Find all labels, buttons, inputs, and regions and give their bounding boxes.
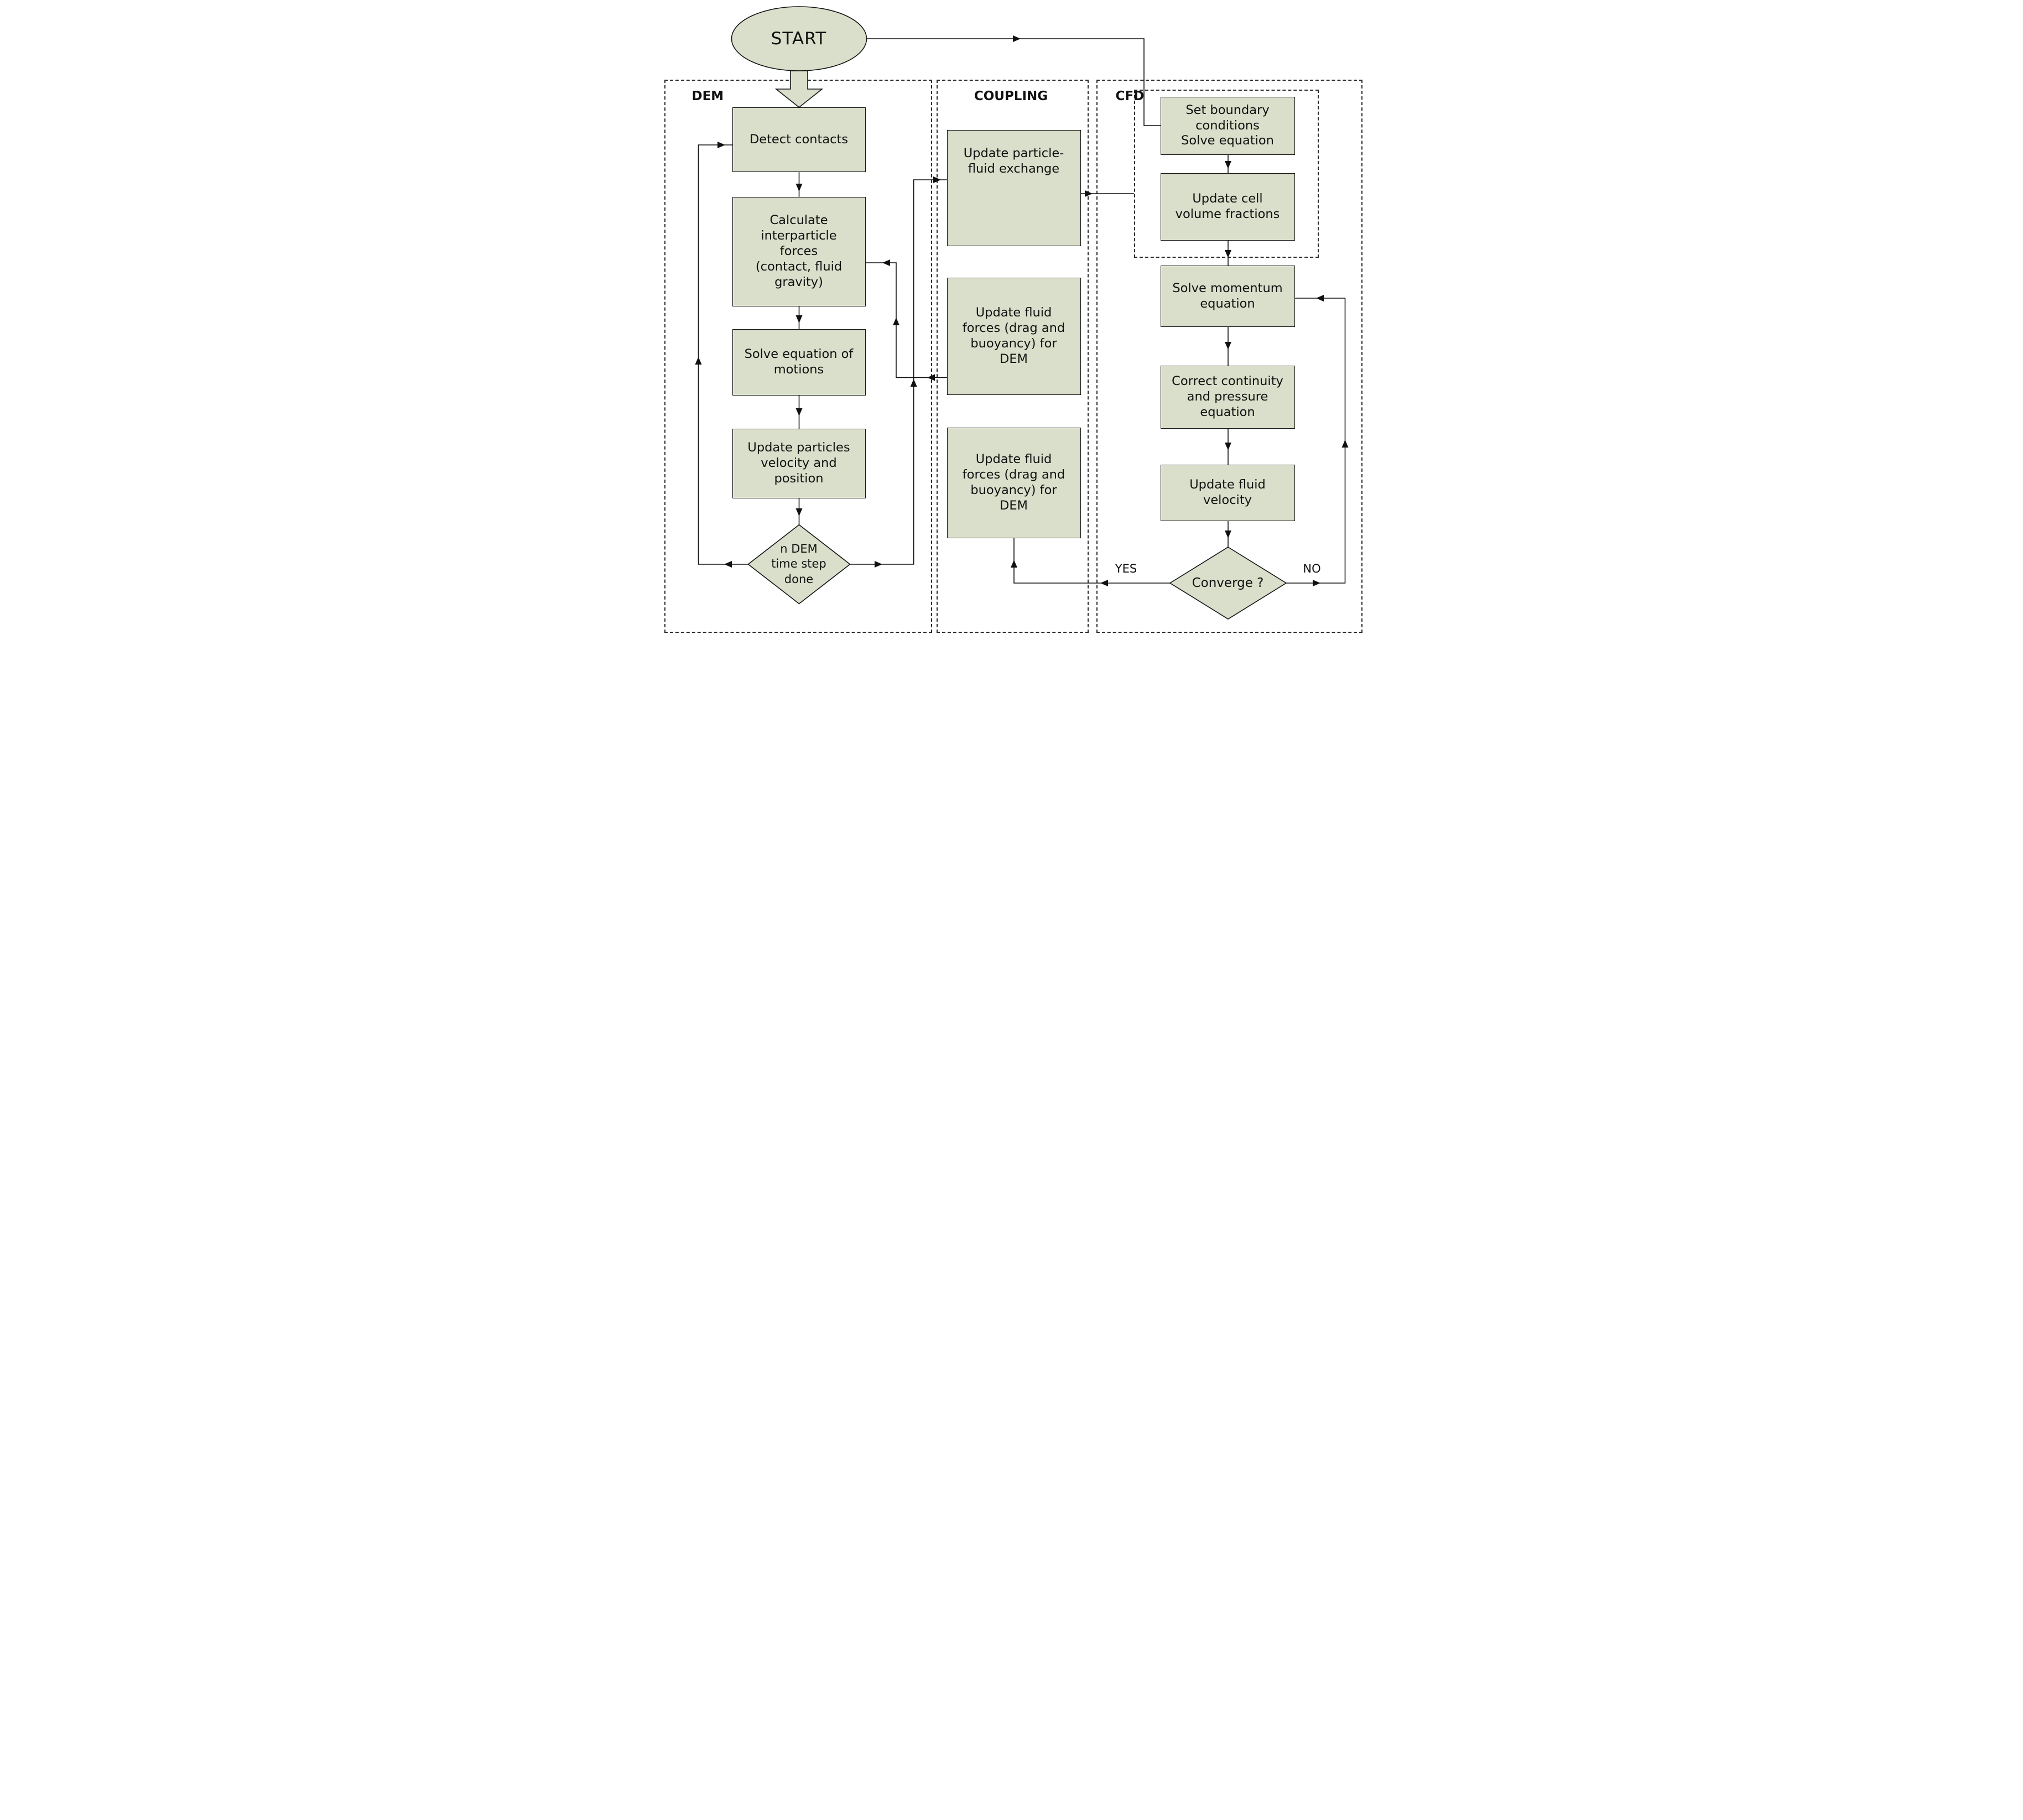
arrowhead-right-icon (1012, 35, 1021, 42)
node-update-fluid-forces-2: Update fluid forces (drag and buoyancy) … (947, 428, 1081, 538)
coupling-region-label: COUPLING (974, 89, 1048, 103)
arrowhead-right-icon (1084, 190, 1093, 197)
node-set-boundary: Set boundary conditions Solve equation (1160, 97, 1295, 155)
node-update-cell: Update cell volume fractions (1160, 173, 1295, 241)
node-update-fluid-forces-1: Update fluid forces (drag and buoyancy) … (947, 278, 1081, 395)
arrowhead-down-icon (1224, 443, 1231, 450)
arrowhead-down-icon (1224, 342, 1231, 350)
cfd-inner-region-border (1133, 90, 1319, 258)
arrowhead-right-icon (717, 142, 725, 148)
cfd-region-border (1096, 80, 1362, 633)
connector-fluid-forces-to-calc (865, 259, 947, 381)
connector-update-exchange-to-cfd (1080, 190, 1134, 197)
connector-layer (695, 6, 1348, 620)
connector-calc-to-solve-motion (795, 306, 802, 329)
node-update-particles: Update particles velocity and position (732, 429, 866, 498)
decision-converge-label: Converge ? (1192, 576, 1264, 590)
node-calc-forces: Calculate interparticle forces (contact,… (732, 197, 866, 306)
arrowhead-left-icon (1315, 295, 1324, 301)
arrowhead-left-icon (882, 259, 890, 266)
arrowhead-right-icon (874, 561, 882, 568)
connector-ndem-loop-to-detect (695, 142, 748, 568)
arrowhead-left-icon (724, 561, 732, 568)
start-label: START (771, 29, 827, 49)
arrowhead-up-icon (910, 379, 917, 387)
node-solve-momentum: Solve momentum equation (1160, 266, 1295, 327)
node-detect-contacts: Detect contacts (732, 107, 866, 172)
arrowhead-left-icon (1100, 580, 1108, 586)
arrowhead-up-icon (695, 357, 701, 365)
arrowhead-down-icon (795, 508, 802, 516)
no-branch-label: NO (1303, 562, 1321, 575)
connector-start-to-set-boundary (866, 35, 1161, 126)
connector-update-velocity-to-converge (1224, 521, 1231, 547)
arrowhead-up-icon (1010, 560, 1017, 568)
connector-set-boundary-to-update-cell (1224, 155, 1231, 173)
arrowhead-up-icon (1341, 440, 1348, 448)
arrowhead-down-icon (1224, 250, 1231, 258)
connector-solve-momentum-to-correct (1224, 327, 1231, 366)
cfd-region-label: CFD (1115, 89, 1145, 103)
arrowhead-right-icon (933, 176, 941, 183)
decision-converge-shape (1168, 547, 1287, 620)
arrowhead-down-icon (1224, 161, 1231, 169)
yes-branch-label: YES (1115, 562, 1137, 575)
arrowhead-down-icon (795, 184, 802, 191)
arrowhead-down-icon (795, 408, 802, 416)
connector-ndem-to-update-exchange (850, 176, 947, 568)
connector-converge-no-loop (1286, 295, 1348, 586)
arrowhead-up-icon (892, 318, 899, 325)
connector-detect-to-calc (795, 172, 802, 197)
decision-ndem-label: n DEM time step done (771, 542, 826, 586)
connector-update-particles-to-ndem (795, 498, 802, 525)
connector-update-cell-to-solve-momentum (1224, 241, 1231, 266)
flowchart-canvas: DEM COUPLING CFD (657, 0, 1366, 637)
arrowhead-down-icon (795, 315, 802, 323)
arrowhead-down-icon (1224, 531, 1231, 538)
decision-ndem-shape (747, 524, 851, 605)
node-update-exchange: Update particle- fluid exchange (947, 130, 1081, 246)
arrowhead-left-icon (927, 374, 935, 381)
connector-solve-motion-to-update-particles (795, 396, 802, 429)
dem-region-label: DEM (691, 89, 724, 103)
coupling-region-border (936, 80, 1089, 633)
connector-converge-yes-to-fluid-forces (1010, 538, 1170, 586)
node-solve-motion: Solve equation of motions (732, 329, 866, 396)
node-correct-continuity: Correct continuity and pressure equation (1160, 366, 1295, 429)
arrowhead-right-icon (1312, 580, 1320, 586)
connector-correct-to-update-velocity (1224, 429, 1231, 465)
start-big-down-arrow (774, 70, 823, 108)
node-update-velocity: Update fluid velocity (1160, 465, 1295, 521)
